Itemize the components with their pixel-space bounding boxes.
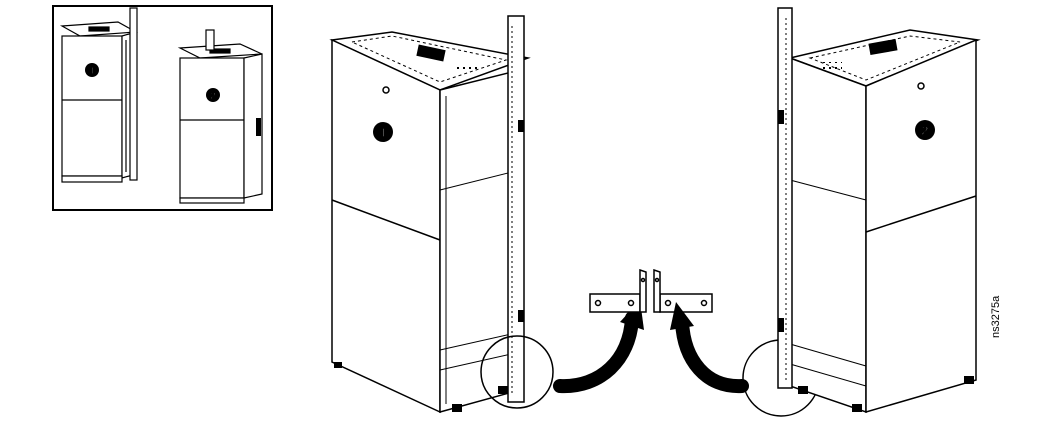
rack-1: 1 — [329, 15, 531, 414]
joining-brackets — [589, 268, 713, 313]
figure-id: ns3275a — [990, 295, 1002, 338]
rack-2-marker: 2 — [921, 123, 928, 138]
overview-inset: 1 2 — [52, 5, 273, 211]
inset-rack-1: 1 — [59, 7, 139, 183]
rack-2: 2 — [777, 7, 981, 414]
bracket-right — [653, 268, 713, 313]
inset-marker-1: 1 — [89, 66, 95, 77]
bracket-left — [589, 268, 647, 313]
inset-marker-2: 2 — [210, 91, 216, 102]
inset-rack-2: 2 — [177, 29, 263, 204]
rack-1-marker: 1 — [379, 125, 386, 140]
